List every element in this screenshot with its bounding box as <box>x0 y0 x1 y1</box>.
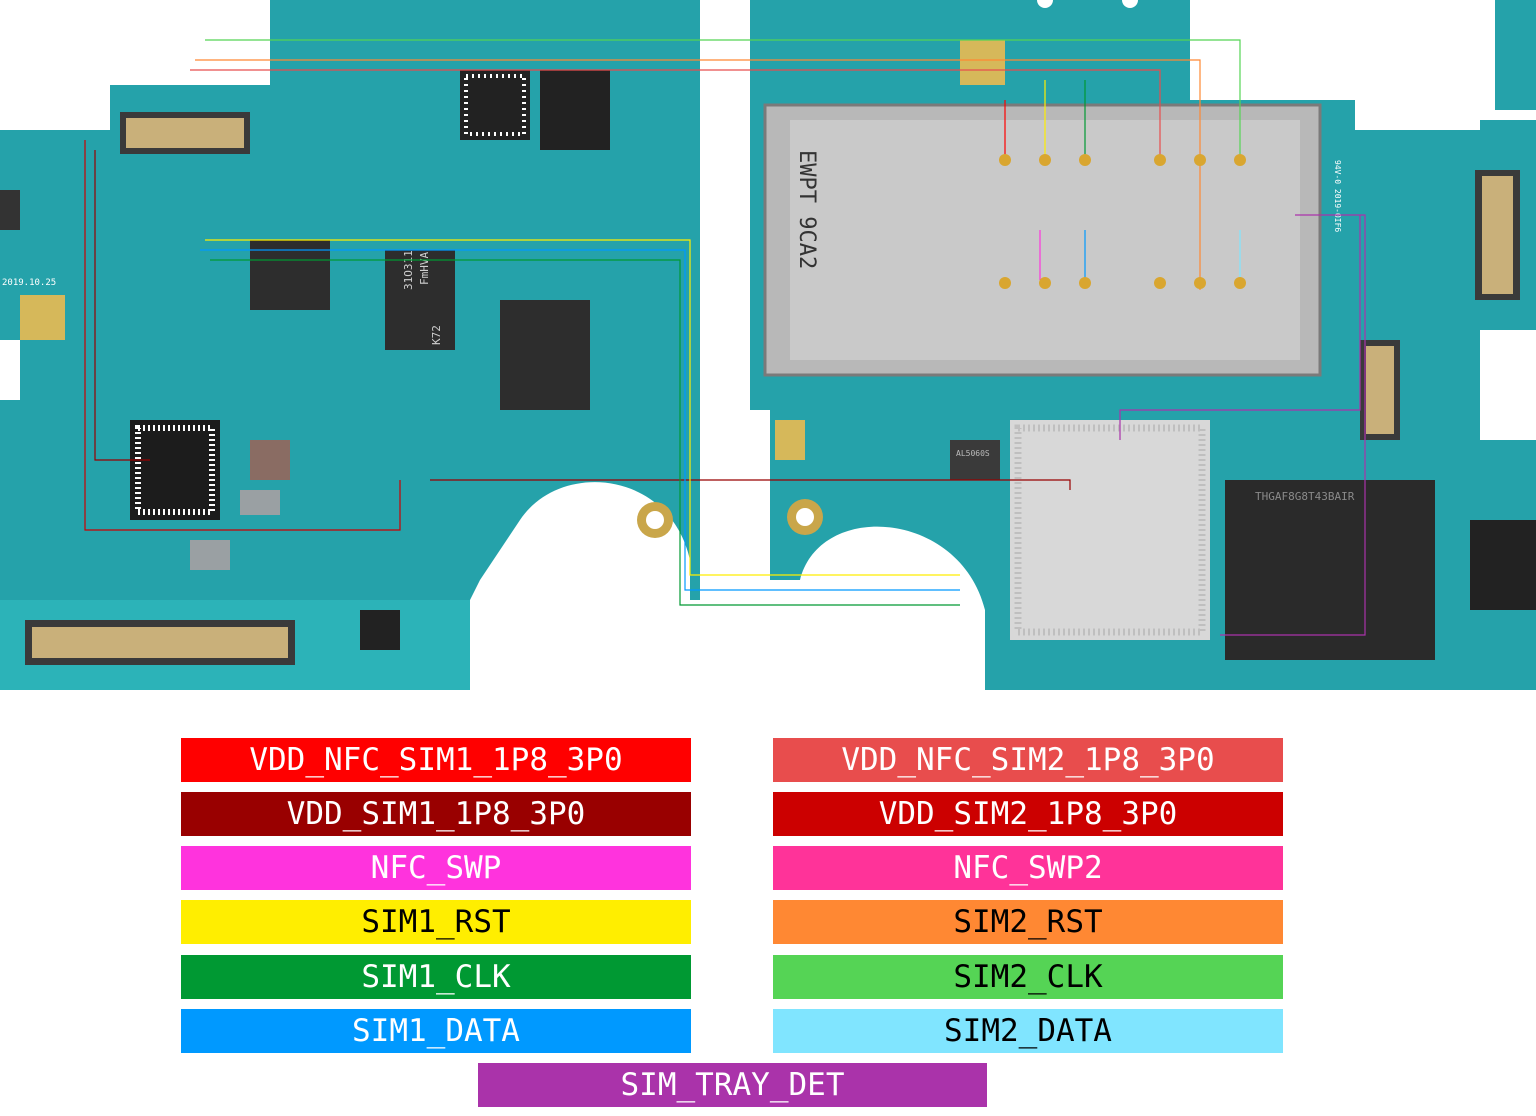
legend-vdd-sim2: VDD_SIM2_1P8_3P0 <box>773 792 1283 836</box>
mount-hole-right-inner <box>796 508 814 526</box>
right-edge-board <box>1495 0 1536 110</box>
mount-hole-top2 <box>1122 0 1138 8</box>
sim-contact-pads <box>999 154 1246 289</box>
bga-top <box>460 70 530 140</box>
signal-traces <box>84 39 1366 636</box>
legend-sim2-clk: SIM2_CLK <box>773 955 1283 999</box>
memory-chip <box>1225 480 1435 660</box>
mount-hole-left-inner <box>646 511 664 529</box>
pcb-board-photo: FmHVA 31O311 K72 2019.10.25 EWPT 9CA2 TH… <box>0 0 1536 690</box>
legend-sim1-data: SIM1_DATA <box>181 1009 691 1053</box>
legend-sim1-clk: SIM1_CLK <box>181 955 691 999</box>
legend-sim-tray-det: SIM_TRAY_DET <box>478 1063 987 1107</box>
chip-square-mid <box>500 300 590 410</box>
qr-code <box>20 295 65 340</box>
legend-vdd-sim1: VDD_SIM1_1P8_3P0 <box>181 792 691 836</box>
main-bga <box>1010 420 1210 640</box>
pmic-label: AL5060S <box>956 449 990 458</box>
chip1-label-3: K72 <box>430 325 443 345</box>
legend-sim2-rst: SIM2_RST <box>773 900 1283 944</box>
mount-hole-top <box>1037 0 1053 8</box>
chip1-label-2: 31O311 <box>402 250 415 290</box>
legend-sim1-rst: SIM1_RST <box>181 900 691 944</box>
chip-left-mid <box>250 240 330 310</box>
chip1-label-1: FmHVA <box>418 252 431 285</box>
legend-vdd-nfc-sim2: VDD_NFC_SIM2_1P8_3P0 <box>773 738 1283 782</box>
legend-vdd-nfc-sim1: VDD_NFC_SIM1_1P8_3P0 <box>181 738 691 782</box>
chip-fmhva <box>385 250 455 350</box>
sim-tray-label: EWPT 9CA2 <box>794 150 819 269</box>
legend-nfc-swp: NFC_SWP <box>181 846 691 890</box>
legend-nfc-swp2: NFC_SWP2 <box>773 846 1283 890</box>
date-code-label: 2019.10.25 <box>2 278 56 288</box>
pmic-chip <box>950 440 1000 480</box>
legend-sim2-data: SIM2_DATA <box>773 1009 1283 1053</box>
memory-chip-label: THGAF8G8T43BAIR <box>1255 490 1355 503</box>
bga-left <box>130 420 220 520</box>
sim-side-label: 94V-0 2019-0IF6 <box>1333 160 1342 232</box>
